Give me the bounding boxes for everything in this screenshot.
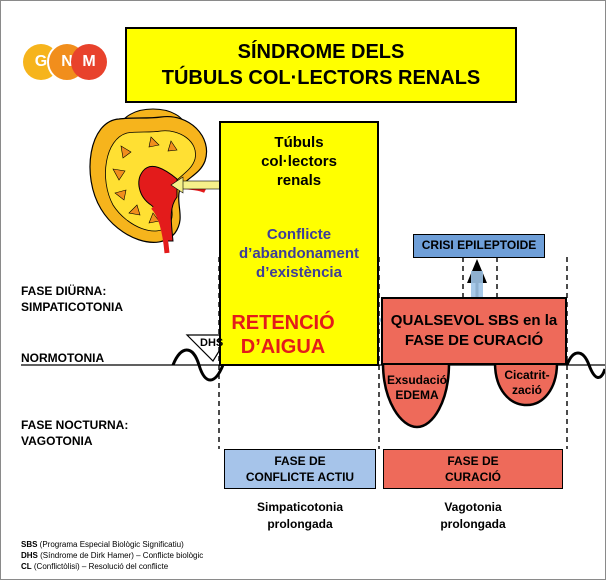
active-phase-column: Túbuls col·lectors renals Conflicte d’ab… bbox=[219, 121, 379, 366]
healing-box: QUALSEVOL SBS en la FASE DE CURACIÓ bbox=[381, 297, 567, 365]
footnote-sbs: SBS (Programa Especial Biològic Signific… bbox=[21, 540, 184, 550]
night-phase-label: FASE NOCTURNA: VAGOTONIA bbox=[21, 417, 128, 449]
title-line-1: SÍNDROME DELS bbox=[237, 41, 405, 63]
scarring-label: Cicatrit- zació bbox=[499, 368, 555, 398]
footnote-dhs-abbr: DHS bbox=[21, 551, 38, 560]
organ-line-2: col·lectors bbox=[261, 153, 337, 170]
healing-box-line-1: QUALSEVOL SBS en la bbox=[390, 312, 558, 329]
normotonia-label: NORMOTONIA bbox=[21, 351, 105, 365]
title-line-2: TÚBULS COL·LECTORS RENALS bbox=[161, 67, 481, 89]
footnote-cl: CL (Conflictòlisi) – Resolució del confl… bbox=[21, 562, 168, 572]
healing-phase-box: FASE DE CURACIÓ bbox=[383, 449, 563, 489]
symptom-line-1: RETENCIÓ bbox=[231, 312, 335, 334]
logo-letter-n: N bbox=[47, 42, 87, 82]
active-phase-line-2: CONFLICTE ACTIU bbox=[245, 470, 355, 484]
dhs-label: DHS bbox=[200, 337, 224, 349]
edema-curve bbox=[381, 361, 451, 429]
night-phase-line-2: VAGOTONIA bbox=[21, 434, 93, 448]
conflict-line-2: d’abandonament bbox=[238, 245, 359, 262]
organ-pointer-arrow bbox=[170, 176, 222, 194]
footnote-cl-abbr: CL bbox=[21, 562, 32, 571]
symptom-label: RETENCIÓ D’AIGUA bbox=[221, 311, 345, 359]
day-phase-line-1: FASE DIÜRNA: bbox=[21, 284, 107, 298]
conflict-line-1: Conflicte bbox=[266, 226, 332, 243]
title-box: SÍNDROME DELS TÚBULS COL·LECTORS RENALS bbox=[125, 27, 517, 103]
organ-line-1: Túbuls bbox=[274, 134, 324, 151]
exudation-line-1: Exsudació bbox=[386, 373, 448, 387]
organ-label: Túbuls col·lectors renals bbox=[221, 133, 377, 190]
healing-phase-line-1: FASE DE bbox=[447, 454, 499, 468]
day-phase-line-2: SIMPATICOTONIA bbox=[21, 300, 123, 314]
crisis-spike bbox=[467, 259, 487, 299]
crisis-label: CRISI EPILEPTOIDE bbox=[413, 234, 545, 258]
healing-phase-line-2: CURACIÓ bbox=[445, 470, 501, 484]
footnote-dhs: DHS (Síndrome de Dirk Hamer) – Conflicte… bbox=[21, 551, 203, 561]
bottom-right-line-2: prolongada bbox=[440, 517, 506, 531]
organ-line-3: renals bbox=[276, 172, 322, 189]
exudation-label: Exsudació EDEMA bbox=[385, 373, 449, 403]
bottom-right-line-1: Vagotonia bbox=[444, 500, 502, 514]
symptom-line-2: D’AIGUA bbox=[240, 336, 326, 358]
conflict-line-3: d’existència bbox=[256, 264, 342, 281]
footnote-sbs-abbr: SBS bbox=[21, 540, 38, 549]
bottom-left-line-2: prolongada bbox=[267, 517, 333, 531]
logo-letter-m: M bbox=[71, 44, 107, 80]
gnm-logo: G N M bbox=[23, 42, 107, 82]
prolonged-vagotonia-label: Vagotonia prolongada bbox=[403, 499, 543, 533]
wave-left bbox=[171, 348, 225, 382]
active-phase-line-1: FASE DE bbox=[274, 454, 326, 468]
scarring-curve bbox=[493, 361, 559, 407]
active-phase-box: FASE DE CONFLICTE ACTIU bbox=[224, 449, 376, 489]
healing-box-line-2: FASE DE CURACIÓ bbox=[404, 332, 544, 349]
footnote-cl-text: (Conflictòlisi) – Resolució del conflict… bbox=[31, 562, 169, 571]
day-phase-label: FASE DIÜRNA: SIMPATICOTONIA bbox=[21, 283, 123, 315]
wave-right bbox=[565, 351, 605, 379]
kidney-icon bbox=[89, 108, 208, 254]
bottom-left-line-1: Simpaticotonia bbox=[256, 500, 343, 514]
exudation-line-2: EDEMA bbox=[395, 388, 439, 402]
prolonged-sympathicotonia-label: Simpaticotonia prolongada bbox=[230, 499, 370, 533]
conflict-label: Conflicte d’abandonament d’existència bbox=[221, 225, 377, 282]
scarring-line-1: Cicatrit- bbox=[504, 368, 550, 382]
night-phase-line-1: FASE NOCTURNA: bbox=[21, 418, 129, 432]
footnote-sbs-text: (Programa Especial Biològic Significatiu… bbox=[37, 540, 184, 549]
scarring-line-2: zació bbox=[511, 383, 542, 397]
footnote-dhs-text: (Síndrome de Dirk Hamer) – Conflicte bio… bbox=[37, 551, 204, 560]
